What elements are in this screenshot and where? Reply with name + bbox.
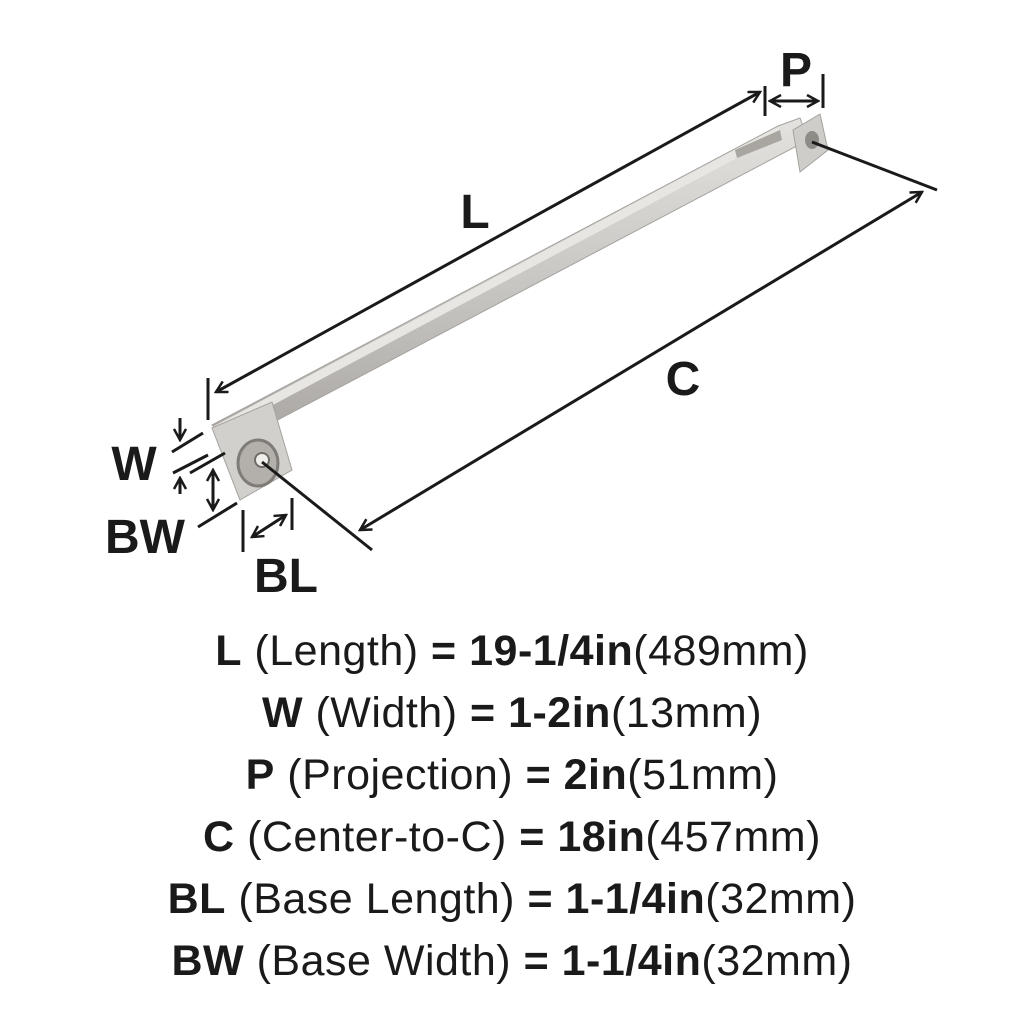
c-extension-line-left (261, 460, 373, 552)
pull-handle (211, 113, 829, 501)
label-c: C (666, 353, 701, 406)
spec-metric: (51mm) (627, 751, 779, 799)
spec-equals: = (523, 937, 550, 985)
spec-imperial: 1-2in (508, 689, 611, 737)
c-extension-line-right (811, 140, 938, 192)
bl-dimension-arrow (252, 515, 286, 537)
label-w: W (111, 438, 157, 491)
dimension-lines (171, 74, 938, 552)
right-base-screw-hole (805, 131, 819, 149)
spec-equals: = (470, 689, 496, 737)
spec-imperial: 19-1/4in (469, 627, 634, 675)
spec-equals: = (527, 875, 554, 923)
spec-metric: (457mm) (645, 813, 821, 861)
spec-base-width: BW (Base Width) = 1-1/4in(32mm) (0, 930, 1024, 992)
l-dimension-arrow (216, 90, 760, 394)
spec-code: P (245, 751, 275, 799)
spec-center-to-center: C (Center-to-C) = 18in(457mm) (0, 806, 1024, 868)
label-l: L (460, 186, 489, 239)
label-p: P (780, 44, 812, 97)
spec-code: BW (171, 937, 245, 985)
spec-equals: = (525, 751, 552, 799)
spec-name: (Projection) (287, 751, 514, 799)
spec-metric: (13mm) (610, 689, 763, 737)
dimension-specs: L (Length) = 19-1/4in(489mm) W (Width) =… (0, 620, 1024, 992)
label-bl: BL (254, 550, 318, 603)
spec-code: C (203, 813, 235, 861)
w-extension-line-bottom (172, 453, 209, 475)
bw-extension-line-top (189, 451, 226, 475)
spec-equals: = (519, 813, 545, 861)
spec-imperial: 1-1/4in (561, 937, 702, 985)
spec-equals: = (431, 627, 457, 675)
spec-imperial: 1-1/4in (565, 875, 706, 923)
pull-diagram: L P C W BW BL (105, 44, 938, 603)
spec-code: BL (167, 875, 226, 923)
spec-name: (Length) (254, 627, 419, 675)
spec-length: L (Length) = 19-1/4in(489mm) (0, 620, 1024, 682)
spec-imperial: 18in (557, 813, 646, 861)
c-dimension-arrow (360, 192, 922, 530)
spec-metric: (32mm) (701, 937, 853, 985)
spec-metric: (489mm) (633, 627, 809, 675)
spec-projection: P (Projection) = 2in(51mm) (0, 744, 1024, 806)
spec-code: L (215, 627, 242, 675)
spec-width: W (Width) = 1-2in(13mm) (0, 682, 1024, 744)
spec-imperial: 2in (563, 751, 628, 799)
w-extension-line-top (171, 431, 204, 454)
bw-extension-line-bottom (197, 501, 238, 529)
spec-name: (Base Length) (238, 875, 516, 923)
spec-name: (Width) (315, 689, 458, 737)
spec-base-length: BL (Base Length) = 1-1/4in(32mm) (0, 868, 1024, 930)
label-bw: BW (105, 511, 186, 564)
spec-metric: (32mm) (705, 875, 857, 923)
spec-name: (Base Width) (256, 937, 512, 985)
spec-code: W (261, 689, 304, 737)
spec-name: (Center-to-C) (247, 813, 507, 861)
